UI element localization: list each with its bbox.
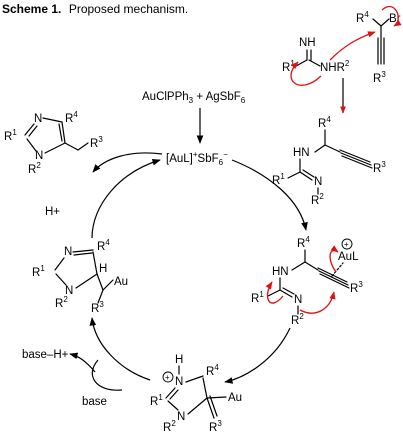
propargyl-bromide-structure: R4 Br R3: [356, 10, 401, 85]
cycle-arrow-protodeauration: [91, 158, 161, 239]
svg-text:+: +: [165, 373, 170, 382]
svg-text:R2: R2: [163, 419, 176, 434]
imidazole-product-structure: N R4 R1 N R3 R2: [4, 110, 103, 176]
svg-text:AuL: AuL: [338, 251, 359, 263]
catalyst-precursors: AuClPPh3 + AgSbF6: [142, 91, 246, 105]
svg-text:N: N: [177, 411, 185, 423]
svg-text:R2: R2: [291, 312, 304, 327]
proton-label: H+: [45, 206, 60, 218]
svg-text:N: N: [35, 150, 43, 162]
svg-text:N: N: [175, 376, 183, 388]
svg-text:R4: R4: [297, 235, 310, 250]
svg-text:R4: R4: [318, 115, 331, 130]
svg-text:R2: R2: [311, 192, 324, 207]
svg-text:H: H: [175, 354, 183, 366]
curved-arrow-amidine-shift: [265, 281, 284, 304]
svg-text:R1: R1: [4, 128, 17, 143]
svg-text:HN: HN: [293, 147, 310, 159]
svg-text:N: N: [64, 246, 72, 258]
svg-text:H: H: [99, 263, 107, 275]
svg-text:R3: R3: [91, 300, 104, 315]
cycle-arrow-deprotonation: [89, 317, 151, 381]
base-h-label: base–H+: [22, 349, 69, 361]
cycle-arrow-product-release: [92, 152, 163, 173]
base-h-arrow: [69, 352, 96, 373]
svg-text:R1: R1: [272, 172, 285, 187]
svg-text:Au: Au: [114, 276, 128, 288]
svg-text:R3: R3: [373, 70, 386, 85]
cycle-arrow-coordination: [231, 159, 308, 231]
svg-text:N: N: [34, 113, 42, 125]
svg-text:Br: Br: [389, 13, 401, 25]
svg-text:HN: HN: [272, 266, 289, 278]
amidine-r1: R1: [282, 59, 295, 74]
base-arrow-curve: [91, 359, 123, 391]
scheme-caption: Scheme 1. Proposed mechanism.: [2, 0, 188, 17]
svg-text:R4: R4: [356, 10, 369, 25]
svg-text:R4: R4: [97, 238, 110, 253]
base-label: base: [82, 396, 107, 408]
svg-text:R3: R3: [373, 160, 386, 175]
svg-text:+: +: [344, 240, 349, 249]
caption-label: Scheme 1.: [2, 2, 61, 16]
svg-text:N: N: [65, 285, 73, 297]
imidazole-gold-intermediate-structure: N R4 R1 N H Au R3 R2: [32, 238, 128, 315]
svg-text:R4: R4: [206, 363, 219, 378]
gold-pi-complex-structure: R4 R3 AuL + HN R1 N R2: [251, 235, 363, 327]
svg-text:R3: R3: [90, 135, 103, 150]
curved-arrow-cyclization: [299, 291, 336, 314]
active-catalyst: [AuL]+SbF6−: [166, 150, 228, 167]
svg-text:R1: R1: [32, 264, 45, 279]
svg-text:R1: R1: [251, 290, 264, 305]
svg-text:R1: R1: [150, 393, 163, 408]
svg-text:R4: R4: [65, 110, 78, 125]
vinyl-gold-intermediate-structure: H N + R4 R1 N Au R3 R2: [150, 354, 242, 434]
svg-text:R2: R2: [55, 295, 68, 310]
amidine-nhr2: NHR2: [320, 59, 350, 74]
curved-arrow-br-leaving: [381, 5, 402, 27]
propargyl-amidine-structure: R4 R3 HN R1 N R2: [272, 115, 386, 207]
svg-text:Au: Au: [228, 392, 242, 404]
svg-text:NH: NH: [299, 37, 316, 49]
amidine-structure: NH R1 NHR2: [282, 37, 350, 74]
svg-text:R3: R3: [350, 280, 363, 295]
curved-arrow-n-attack: [290, 61, 322, 86]
caption-title: Proposed mechanism.: [69, 2, 188, 16]
curved-arrow-sn2: [329, 31, 376, 61]
cycle-arrow-cyclization: [224, 327, 291, 384]
svg-text:N: N: [294, 294, 302, 306]
svg-text:N: N: [314, 176, 322, 188]
svg-text:R2: R2: [28, 161, 41, 176]
svg-text:R3: R3: [209, 419, 222, 434]
curved-arrow-gold-activation: [329, 245, 339, 273]
